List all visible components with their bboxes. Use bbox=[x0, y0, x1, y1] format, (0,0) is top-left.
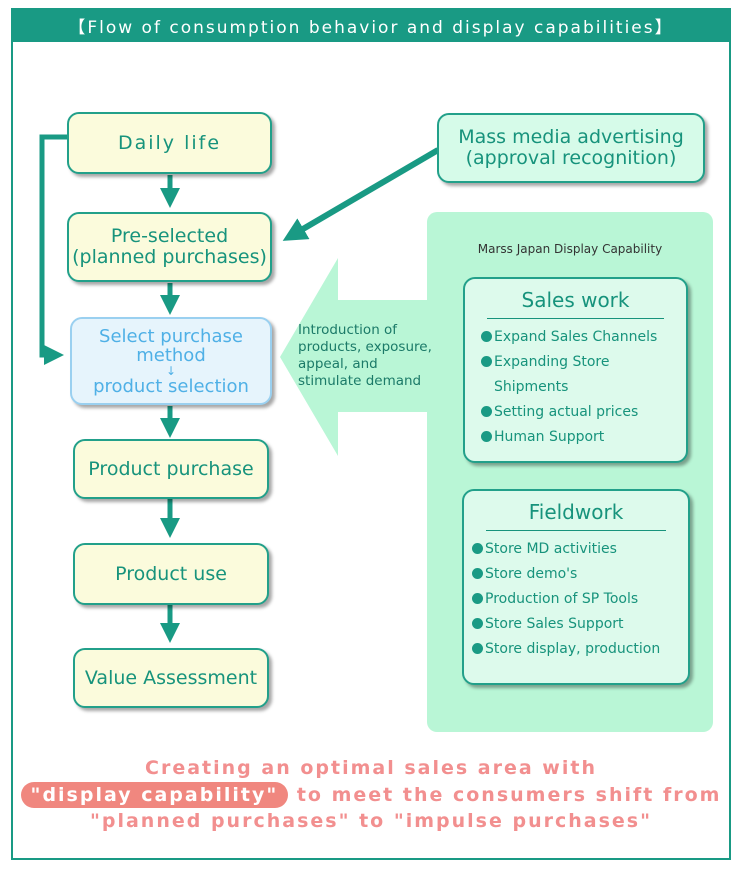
select-purchase-label: Select purchase bbox=[99, 325, 243, 347]
fieldwork-list: Store MD activities Store demo's Product… bbox=[464, 537, 688, 662]
bullet-icon bbox=[481, 356, 492, 367]
list-item: Setting actual prices bbox=[481, 400, 686, 425]
list-item: Store display, production bbox=[472, 637, 688, 662]
arrow-daily-to-select-loop bbox=[39, 134, 67, 365]
sales-work-divider bbox=[487, 318, 664, 319]
bottom-line-2: "display capability" to meet the consume… bbox=[11, 782, 731, 808]
approval-recognition-label: (approval recognition) bbox=[465, 147, 677, 169]
bottom-line-3: "planned purchases" to "impulse purchase… bbox=[89, 810, 653, 832]
planned-purchases-label: (planned purchases) bbox=[72, 246, 267, 268]
mass-media-box: Mass media advertising (approval recogni… bbox=[437, 113, 705, 183]
select-purchase-box: Select purchase method ↓ product selecti… bbox=[70, 317, 272, 405]
bullet-icon bbox=[472, 593, 483, 604]
list-item: Production of SP Tools bbox=[472, 587, 688, 612]
intro-line-3: appeal, and bbox=[298, 356, 378, 372]
value-assessment-box: Value Assessment bbox=[73, 648, 269, 708]
bullet-icon bbox=[481, 331, 492, 342]
list-item: Expand Sales Channels bbox=[481, 325, 686, 350]
down-arrow-glyph: ↓ bbox=[165, 363, 177, 378]
pre-selected-label: Pre-selected bbox=[110, 225, 229, 247]
product-use-label: Product use bbox=[115, 562, 227, 585]
list-item: Store Sales Support bbox=[472, 612, 688, 637]
value-assessment-label: Value Assessment bbox=[84, 666, 258, 689]
pre-selected-box: Pre-selected (planned purchases) bbox=[67, 212, 272, 282]
diagram-title: 【Flow of consumption behavior and displa… bbox=[11, 8, 731, 42]
list-item: Store demo's bbox=[472, 562, 688, 587]
bullet-icon bbox=[472, 643, 483, 654]
bullet-icon bbox=[472, 543, 483, 554]
product-purchase-label: Product purchase bbox=[88, 457, 254, 480]
bullet-icon bbox=[472, 618, 483, 629]
sales-work-title: Sales work bbox=[521, 288, 630, 312]
mass-media-label: Mass media advertising bbox=[458, 126, 684, 148]
product-purchase-box: Product purchase bbox=[73, 439, 269, 499]
product-use-box: Product use bbox=[73, 543, 269, 605]
list-item: Store MD activities bbox=[472, 537, 688, 562]
arrow-massmedia-to-preselected bbox=[282, 147, 440, 241]
bullet-icon bbox=[481, 431, 492, 442]
bottom-line-2-rest: to meet the consumers shift from bbox=[288, 784, 722, 806]
list-item: Human Support bbox=[481, 425, 686, 450]
method-label: method bbox=[136, 344, 206, 366]
intro-line-1: Introduction of bbox=[298, 322, 398, 338]
panel-label: Marss Japan Display Capability bbox=[477, 242, 663, 256]
intro-line-2: products, exposure, bbox=[298, 339, 432, 355]
introduction-text: Introduction of products, exposure, appe… bbox=[298, 322, 468, 390]
product-selection-label: product selection bbox=[93, 375, 249, 397]
bottom-line-1: Creating an optimal sales area with bbox=[145, 757, 597, 779]
fieldwork-title: Fieldwork bbox=[528, 500, 624, 524]
fieldwork-card: Fieldwork Store MD activities Store demo… bbox=[462, 489, 690, 685]
fieldwork-divider bbox=[486, 530, 666, 531]
list-item-continuation: Shipments bbox=[494, 379, 569, 395]
sales-work-card: Sales work Expand Sales Channels Expandi… bbox=[463, 277, 688, 463]
bullet-icon bbox=[481, 406, 492, 417]
intro-line-4: stimulate demand bbox=[298, 373, 422, 389]
bullet-icon bbox=[472, 568, 483, 579]
display-capability-highlight: "display capability" bbox=[20, 782, 289, 808]
daily-life-label: Daily life bbox=[117, 131, 222, 154]
daily-life-box: Daily life bbox=[67, 112, 272, 174]
demand-stimulation-arrow bbox=[280, 258, 428, 456]
